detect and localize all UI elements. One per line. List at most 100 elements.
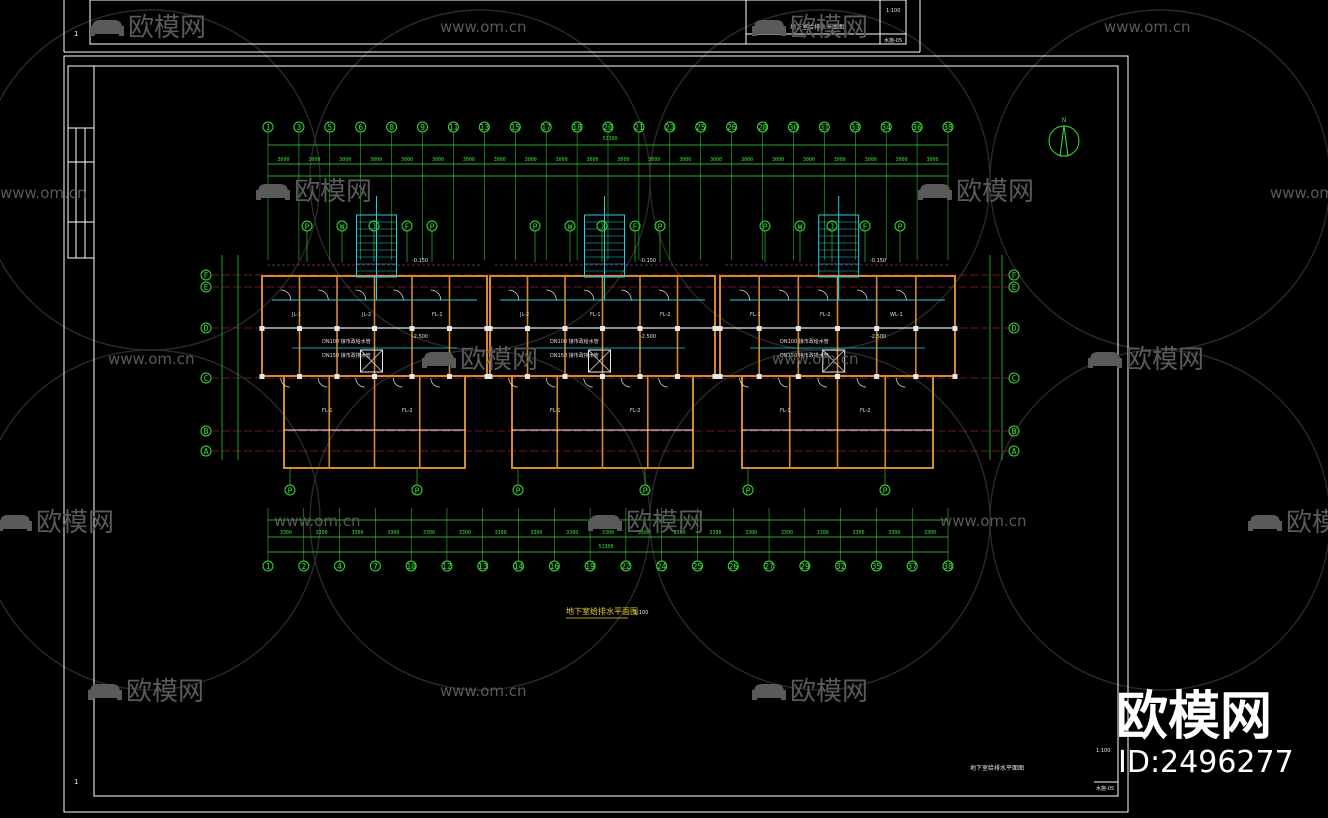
watermark-brand: 欧模网 bbox=[294, 177, 372, 207]
unit-3-door-arc bbox=[778, 377, 788, 388]
unit-2-riser-text: JL-2 bbox=[519, 312, 529, 318]
unit-1-door-arc bbox=[430, 377, 440, 388]
dim-seg-top: 3000 bbox=[556, 157, 568, 163]
drawing-title-scale: 1:100 bbox=[634, 610, 648, 616]
unit-3-column bbox=[717, 326, 723, 331]
watermark-url: www.om.cn bbox=[0, 184, 87, 202]
dim-seg-bottom: 3300 bbox=[638, 530, 650, 536]
top-sheet-frame bbox=[63, 0, 921, 53]
unit-2-bottom-label: P bbox=[643, 487, 648, 496]
unit-3-note: DN150 接市政排水管 bbox=[780, 352, 829, 359]
unit-1-riser-label: P bbox=[305, 223, 310, 232]
sheet-title-right: 地下室给排水平面图 bbox=[970, 764, 1024, 772]
unit-2-column bbox=[637, 374, 643, 379]
watermark-url: www.om.cn bbox=[772, 350, 859, 368]
sofa-logo-icon bbox=[1248, 515, 1282, 531]
unit-2-column bbox=[600, 374, 605, 379]
dim-seg-bottom: 3300 bbox=[387, 530, 399, 536]
unit-2-door-arc bbox=[508, 289, 520, 301]
unit-1-note: -0.150 bbox=[412, 258, 428, 264]
unit-2-door-arc bbox=[658, 289, 670, 301]
grid-top-17-label: 17 bbox=[541, 123, 551, 132]
watermark-brand: 欧模网 bbox=[790, 677, 868, 707]
main-sheet-frame bbox=[63, 55, 1129, 813]
grid-top-23-label: 23 bbox=[665, 123, 675, 132]
unit-3-riser-label: P bbox=[898, 223, 903, 232]
unit-1-riser-label: F bbox=[405, 223, 410, 232]
unit-1-door-arc bbox=[280, 377, 290, 388]
dim-seg-bottom: 3300 bbox=[423, 530, 435, 536]
unit-2-riser-label: F bbox=[633, 223, 638, 232]
watermark-brand: 欧模网 bbox=[460, 345, 538, 375]
unit-3-elevator bbox=[822, 349, 846, 373]
watermark-url: www.om.cn bbox=[1270, 184, 1328, 202]
grid-top-28-label: 28 bbox=[758, 123, 768, 132]
dim-seg-bottom: 3300 bbox=[566, 530, 578, 536]
grid-bottom-7-label: 7 bbox=[373, 562, 378, 571]
unit-1-riser-text: JL-2 bbox=[361, 312, 371, 318]
unit-1-riser-label: P bbox=[430, 223, 435, 232]
unit-3-bottom-label: P bbox=[883, 487, 888, 496]
unit-1-column bbox=[484, 374, 490, 379]
north-arrow-icon: N bbox=[1048, 117, 1080, 157]
dim-seg-bottom: 3300 bbox=[459, 530, 471, 536]
watermark-brand: 欧模网 bbox=[1126, 345, 1204, 375]
grid-bottom-26-label: 26 bbox=[728, 562, 738, 571]
grid-bottom-13-label: 13 bbox=[478, 562, 488, 571]
unit-2-door-arc bbox=[620, 377, 631, 388]
unit-1-door-arc bbox=[355, 377, 365, 388]
unit-3-door-arc bbox=[817, 377, 827, 388]
dim-seg-top: 3000 bbox=[308, 157, 320, 163]
dim-seg-bottom: 3300 bbox=[530, 530, 542, 536]
grid-top-13-label: 13 bbox=[480, 123, 490, 132]
unit-2-note: DN100 接市政给水管 bbox=[550, 338, 599, 345]
unit-1-column bbox=[372, 326, 377, 331]
top-sheet-number: 1 bbox=[74, 30, 78, 38]
unit-3-door-arc bbox=[857, 289, 868, 301]
sofa-logo-icon bbox=[90, 20, 124, 36]
unit-1-door-arc bbox=[317, 377, 328, 388]
grid-top-26-label: 26 bbox=[727, 123, 737, 132]
dim-seg-bottom: 3300 bbox=[351, 530, 363, 536]
unit-2-riser-text-lower: FL-2 bbox=[630, 408, 641, 414]
unit-1-note: DN150 接市政排水管 bbox=[322, 352, 371, 359]
overall-dim-top: 53300 bbox=[602, 136, 617, 142]
unit-3-column bbox=[795, 374, 801, 379]
watermark-brand: 欧模网 bbox=[1286, 508, 1328, 538]
unit-3-door-arc bbox=[739, 289, 750, 301]
unit-2-riser-label: P bbox=[533, 223, 538, 232]
grid-top-3-label: 3 bbox=[296, 123, 301, 132]
unit-1-riser-text-lower: FL-1 bbox=[322, 408, 333, 414]
dim-seg-top: 3000 bbox=[896, 157, 908, 163]
sofa-logo-icon bbox=[752, 20, 786, 36]
unit-3-column bbox=[913, 326, 919, 331]
top-sheet-scale: 1:100 bbox=[886, 8, 900, 14]
unit-2-elevator bbox=[588, 349, 611, 373]
unit-2-door-arc bbox=[546, 289, 557, 301]
grid-top-36-label: 36 bbox=[912, 123, 922, 132]
dim-seg-bottom: 3300 bbox=[924, 530, 936, 536]
unit-3-note: -0.150 bbox=[870, 258, 886, 264]
unit-2-riser-label: W bbox=[568, 223, 573, 232]
top-sheet-code: 水施-05 bbox=[884, 37, 902, 44]
unit-2-note: DN150 接市政排水管 bbox=[550, 352, 599, 359]
watermark-url: www.om.cn bbox=[108, 350, 195, 368]
unit-1-door-arc bbox=[430, 289, 442, 301]
unit-3-riser-text: FL-1 bbox=[750, 312, 761, 318]
dim-seg-bottom: 3300 bbox=[709, 530, 721, 536]
sofa-logo-icon bbox=[256, 184, 290, 200]
dim-seg-top: 3000 bbox=[277, 157, 289, 163]
watermark-brand: 欧模网 bbox=[36, 508, 114, 538]
unit-2-bottom-label: P bbox=[516, 487, 521, 496]
dim-seg-top: 3000 bbox=[803, 157, 815, 163]
unit-3-column bbox=[835, 326, 840, 331]
unit-1-riser-text: FL-1 bbox=[432, 312, 443, 318]
watermark-url: www.om.cn bbox=[440, 682, 527, 700]
grid-bottom-29-label: 29 bbox=[800, 562, 810, 571]
unit-3-riser-label: J bbox=[830, 223, 835, 232]
dim-seg-top: 3000 bbox=[648, 157, 660, 163]
unit-2-riser-text-lower: FL-1 bbox=[550, 408, 561, 414]
unit-1-note: -2.500 bbox=[412, 334, 428, 340]
